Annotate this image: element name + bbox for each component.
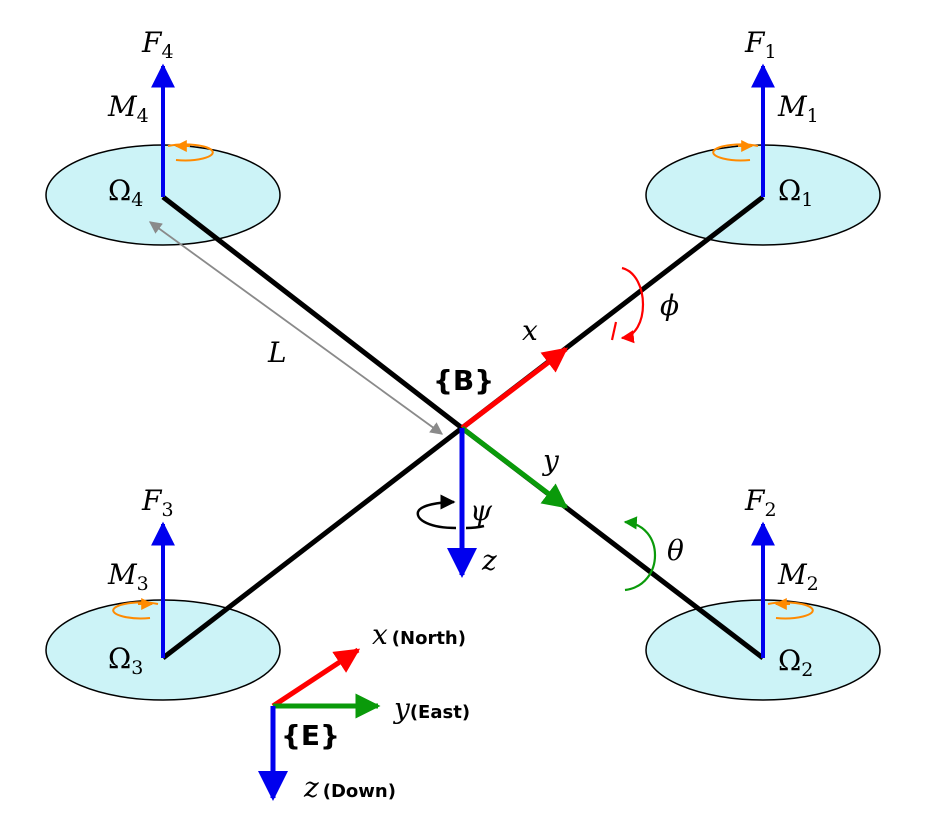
- body-y-axis: [460, 426, 568, 509]
- rotor-1-moment-label: M1: [777, 90, 819, 127]
- arm-to-rotor-4: [161, 195, 464, 430]
- rotor-1-force-label: F1: [744, 26, 777, 63]
- rotor-2-moment-label: M2: [777, 558, 819, 595]
- rotor-4-moment-label: M4: [107, 90, 149, 127]
- earth-z-label: z (Down): [303, 771, 396, 804]
- rotor-3-moment-label: M3: [107, 558, 149, 595]
- pitch-label: θ: [667, 534, 684, 567]
- earth-y-label: y(East): [392, 692, 470, 725]
- roll-rotation-icon: [610, 266, 644, 344]
- rotor-4-spin-icon: [167, 140, 214, 162]
- rotor-4-speed-label: Ω4: [108, 174, 143, 211]
- body-y-label: y: [541, 444, 560, 477]
- rotor-3-force-label: F3: [141, 484, 174, 521]
- arm-length-label: L: [267, 336, 287, 369]
- rotor-2-force-label: F2: [744, 484, 777, 521]
- earth-frame-label: {E}: [281, 719, 340, 752]
- rotor-2-spin-icon: [767, 598, 814, 620]
- body-z-label: z: [481, 544, 497, 577]
- body-x-axis: [460, 347, 568, 430]
- roll-label: ϕ: [660, 289, 679, 322]
- rotor-3-spin-icon: [112, 598, 159, 620]
- earth-x-label: x (North): [372, 618, 466, 651]
- yaw-rotation-icon: [416, 494, 485, 530]
- rotor-3-speed-label: Ω3: [108, 642, 143, 679]
- rotor-1-spin-icon: [712, 140, 759, 162]
- body-frame-label: {B}: [433, 364, 494, 397]
- rotor-1-speed-label: Ω1: [778, 174, 813, 211]
- pitch-rotation-icon: [623, 516, 657, 592]
- body-x-label: x: [522, 314, 538, 347]
- arm-length-arrow: [148, 221, 444, 435]
- rotor-2-speed-label: Ω2: [778, 644, 813, 681]
- rotor-4-force-label: F4: [141, 26, 174, 63]
- arm-to-rotor-3: [161, 426, 464, 660]
- earth-x-axis: [271, 647, 361, 709]
- yaw-label: ψ: [470, 494, 493, 527]
